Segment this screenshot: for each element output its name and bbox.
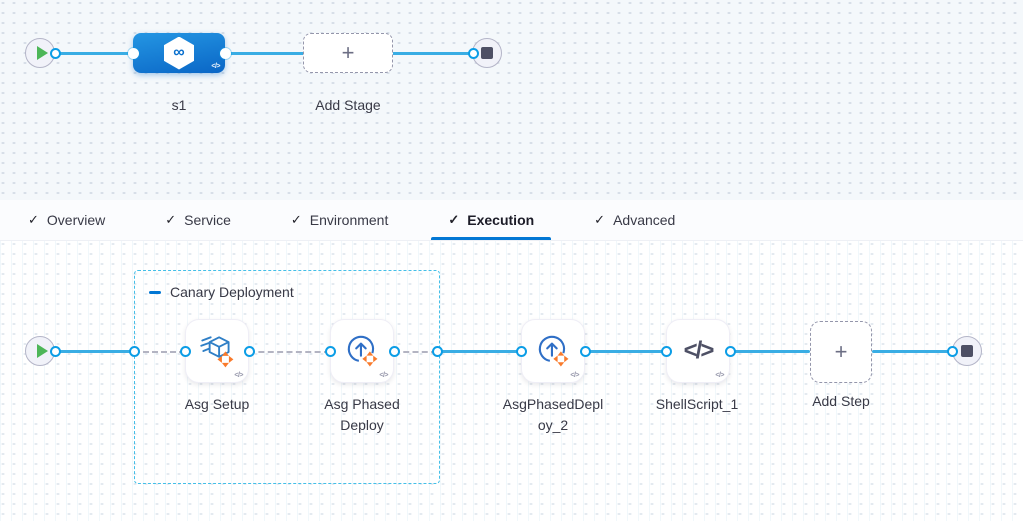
infinity-glyph: ∞ [173,44,185,61]
port[interactable] [725,346,736,357]
code-badge-icon: </> [570,372,579,379]
collapse-group-icon[interactable] [149,290,161,294]
step-label: Asg Setup [184,396,250,412]
port[interactable] [50,346,61,357]
cd-stage-icon: ∞ [164,36,194,70]
connector-line [40,350,134,353]
step-label: AsgPhasedDeploy_2 [502,396,604,433]
step-label: Asg Phased Deploy [324,396,400,433]
step-node-asg-phased-deploy[interactable]: </> [330,319,394,383]
tab-service[interactable]: ✓ Service [148,200,248,240]
stage-graph-canvas[interactable]: ∞ </> + s1 Add Stage [0,0,1023,200]
port[interactable] [220,48,231,59]
asg-setup-icon [200,336,234,368]
plus-icon: + [341,40,355,65]
port[interactable] [468,48,479,59]
connector-dashed-line [249,351,330,353]
port[interactable] [661,346,672,357]
port[interactable] [50,48,61,59]
port[interactable] [128,48,139,59]
port[interactable] [389,346,400,357]
port[interactable] [180,346,191,357]
stop-icon [961,345,973,357]
tab-label: Environment [309,212,389,228]
code-badge-icon: </> [211,63,220,70]
code-badge-icon: </> [234,372,243,379]
connector-line [872,350,952,353]
play-icon [36,46,48,60]
check-icon: ✓ [165,212,177,227]
stage-tabbar: ✓ Overview ✓ Service ✓ Environment ✓ Exe… [0,200,1023,241]
stage-node-s1[interactable]: ∞ </> [133,33,225,73]
port[interactable] [432,346,443,357]
step-group-canary-deployment[interactable]: Canary Deployment [134,270,440,484]
execution-graph-canvas[interactable]: Canary Deployment </> [0,241,1023,521]
port[interactable] [516,346,527,357]
plus-icon: + [834,339,848,364]
step-node-asg-phased-deploy-2[interactable]: </> [521,319,585,383]
step-node-shellscript-1[interactable]: </> </> [666,319,730,383]
step-node-asg-setup[interactable]: </> [185,319,249,383]
tab-advanced[interactable]: ✓ Advanced [577,200,692,240]
add-stage-button[interactable]: + [303,33,393,73]
port[interactable] [129,346,140,357]
shell-script-icon: </> [683,337,715,364]
add-step-label: Add Step [812,393,870,409]
code-badge-icon: </> [379,372,388,379]
tab-environment[interactable]: ✓ Environment [274,200,406,240]
tab-overview[interactable]: ✓ Overview [11,200,122,240]
connector-line [585,350,666,353]
connector-dashed-line [134,351,185,353]
check-icon: ✓ [290,212,302,227]
tab-label: Advanced [613,212,676,228]
connector-line [40,52,487,55]
check-icon: ✓ [594,212,606,227]
port[interactable] [947,346,958,357]
check-icon: ✓ [448,212,460,227]
step-label: ShellScript_1 [655,396,739,412]
tab-label: Overview [46,212,106,228]
tab-execution[interactable]: ✓ Execution [431,200,551,240]
connector-dashed-line [394,351,437,353]
add-stage-label: Add Stage [315,97,381,113]
stop-icon [481,47,493,59]
tab-label: Service [184,212,231,228]
code-badge-icon: </> [715,372,724,379]
play-icon [36,344,48,358]
port[interactable] [244,346,255,357]
group-label: Canary Deployment [170,284,294,300]
add-step-button[interactable]: + [810,321,872,383]
port[interactable] [325,346,336,357]
asg-phased-deploy-icon [347,335,378,367]
tab-label: Execution [467,212,535,228]
connector-line [730,350,810,353]
asg-phased-deploy-icon [538,335,569,367]
stage-label: s1 [171,97,187,113]
port[interactable] [580,346,591,357]
check-icon: ✓ [28,212,39,227]
connector-line [437,350,521,353]
